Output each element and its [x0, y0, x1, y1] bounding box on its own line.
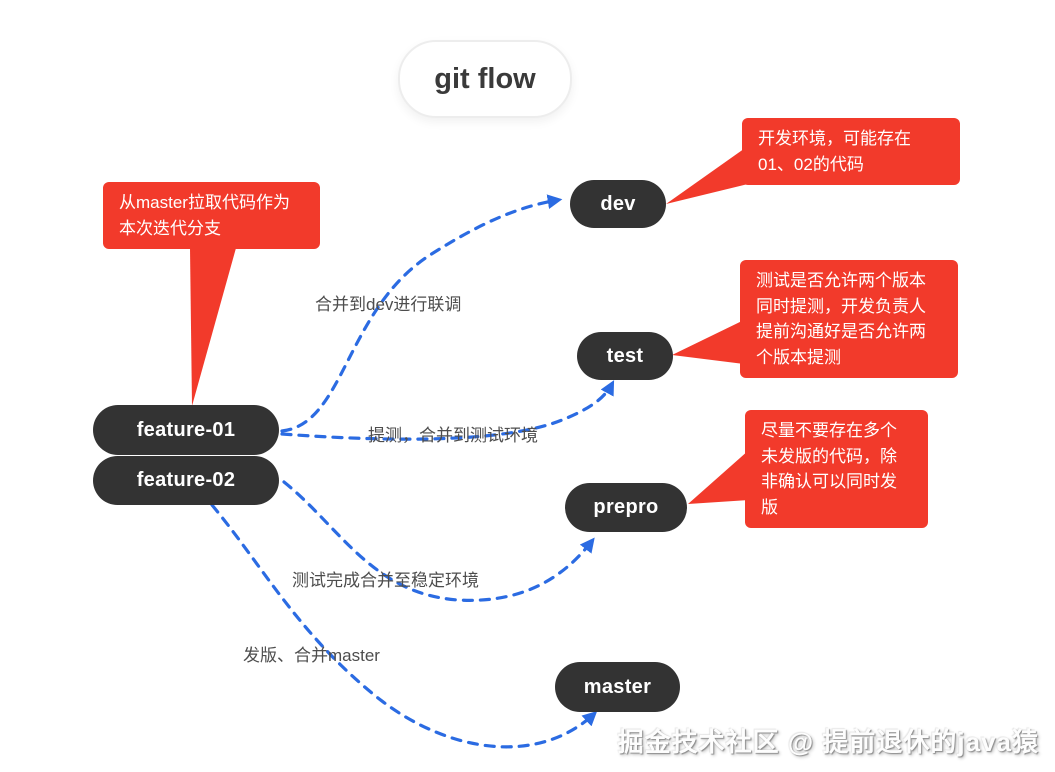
callout-tail-dev [666, 146, 748, 204]
watermark-text: 掘金技术社区 @ 提前退休的java猿 [617, 727, 1039, 757]
branch-node-dev[interactable]: dev [570, 180, 666, 228]
callout-prepro-environment[interactable]: 尽量不要存在多个未发版的代码，除非确认可以同时发版 [745, 410, 928, 528]
branch-node-master-label: master [583, 675, 652, 698]
edge-label-merge-to-prepro: 测试完成合并至稳定环境 [292, 571, 479, 590]
root-node-label: git flow [434, 62, 536, 95]
branch-node-prepro[interactable]: prepro [565, 483, 687, 532]
branch-node-feature-01[interactable]: feature-01 [93, 405, 279, 455]
callout-tail-test [672, 320, 744, 364]
branch-node-feature-02[interactable]: feature-02 [93, 456, 279, 505]
edge-label-merge-to-master: 发版、合并master [243, 646, 380, 665]
edge-feature02-to-master [210, 503, 598, 749]
callout-test-environment[interactable]: 测试是否允许两个版本同时提测，开发负责人提前沟通好是否允许两个版本提测 [740, 260, 958, 378]
callout-dev-environment[interactable]: 开发环境，可能存在01、02的代码 [742, 118, 960, 185]
branch-node-prepro-label: prepro [593, 496, 659, 518]
edge-feature02-to-prepro [282, 480, 595, 602]
root-node-git-flow[interactable]: git flow [398, 40, 572, 118]
branch-node-master[interactable]: master [555, 662, 680, 712]
callout-tail-prepro [688, 450, 749, 504]
callout-master-pull[interactable]: 从master拉取代码作为本次迭代分支 [103, 182, 320, 249]
branch-node-feature-02-label: feature-02 [136, 469, 236, 491]
branch-node-feature-01-label: feature-01 [136, 418, 236, 441]
edge-feature01-to-dev [280, 194, 563, 433]
edge-feature01-to-test [280, 380, 615, 441]
edge-label-merge-to-test: 提测，合并到测试环境 [368, 426, 538, 445]
edge-label-merge-to-dev: 合并到dev进行联调 [315, 295, 462, 314]
branch-node-test-label: test [606, 344, 644, 367]
branch-node-test[interactable]: test [577, 332, 673, 380]
branch-node-dev-label: dev [600, 192, 636, 215]
callout-tail-master-pull [190, 248, 236, 406]
